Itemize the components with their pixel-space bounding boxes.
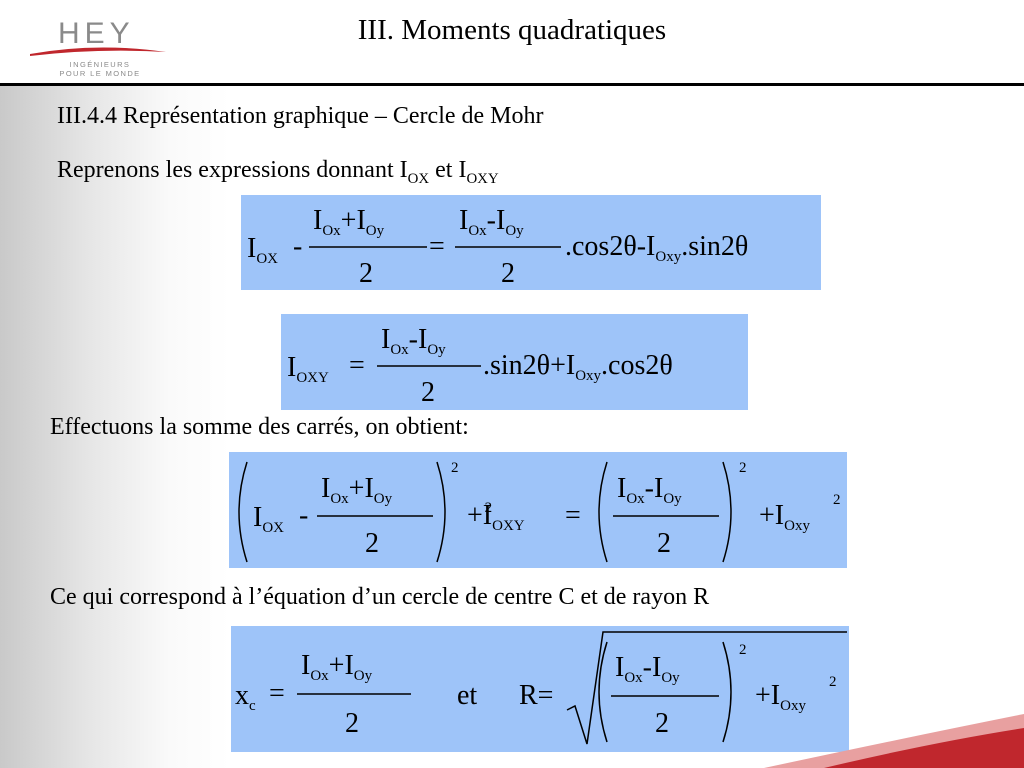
slide-title-text: III. Moments quadratiques [357, 14, 667, 46]
eq3-ioxy-sq: +IOXY2 [467, 500, 525, 534]
intro-text: Reprenons les expressions donnant [57, 157, 394, 183]
eq3-paren-right-2 [722, 461, 732, 563]
eq1-num2: IOx-IOy [459, 205, 524, 239]
eq4-ioxy-term: +IOxy [755, 680, 806, 714]
eq2-num: IOx-IOy [381, 324, 446, 358]
eq1-minus: - [293, 231, 302, 262]
slide-title: III. Moments quadratiques [0, 14, 1024, 47]
intro-and: et [435, 157, 453, 183]
eq1-num1: IOx+IOy [313, 205, 385, 239]
eq3-den2: 2 [657, 528, 671, 559]
hey-logo: HEΥ [30, 17, 166, 56]
eq1-equals: = [429, 231, 445, 262]
decorative-red-swoosh [764, 714, 1024, 768]
eq3-exp1: 2 [451, 460, 459, 476]
logo-tagline: INGÉNIEURS POUR LE MONDE [52, 60, 148, 78]
equation-circle: xc = IOx+IOy 2 et R= IOx-IOy 2 2 +IOxy 2 [231, 626, 849, 752]
eq1-den1: 2 [359, 258, 373, 289]
squares-text: Effectuons la somme des carrés, on obtie… [50, 414, 469, 440]
section-heading: III.4.4 Représentation graphique – Cercl… [57, 103, 544, 129]
eq4-den2: 2 [655, 708, 669, 739]
eq3-minus: - [299, 500, 308, 531]
eq2-ioxy: IOXY [287, 352, 329, 386]
intro-var-iox: IOX [399, 157, 430, 187]
eq3-ioxy-term: +IOxy [759, 500, 810, 534]
intro-var-ioxy: IOXY [458, 157, 499, 187]
eq3-paren-left-1 [238, 461, 248, 563]
eq4-xc: xc [235, 680, 256, 714]
eq4-paren-left [598, 641, 608, 743]
eq3-num1: IOx+IOy [321, 473, 393, 507]
eq3-exp2: 2 [739, 460, 747, 476]
eq4-sqrt-sign [566, 631, 847, 745]
eq4-num1: IOx+IOy [301, 650, 373, 684]
circle-text: Ce qui correspond à l’équation d’un cerc… [50, 584, 710, 610]
equation-sum-squares: IOX - IOx+IOy 2 2 +IOXY2 = IOx-IOy 2 2 +… [229, 452, 847, 568]
eq4-exp2: 2 [829, 674, 837, 690]
equation-iox: IOX - IOx+IOy 2 = IOx-IOy 2 .cos2θ-IOxy.… [241, 195, 821, 290]
eq4-R: R= [519, 680, 553, 711]
equation-ioxy: IOXY = IOx-IOy 2 .sin2θ+IOxy.cos2θ [281, 314, 748, 410]
eq3-num2: IOx-IOy [617, 473, 682, 507]
eq3-paren-right-1 [436, 461, 446, 563]
header-rule [0, 83, 1024, 86]
eq1-trig: .cos2θ-IOxy.sin2θ [565, 231, 748, 265]
logo-red-swoosh [30, 47, 166, 56]
eq4-paren-right [722, 641, 732, 743]
eq2-trig: .sin2θ+IOxy.cos2θ [483, 350, 673, 384]
eq1-den2: 2 [501, 258, 515, 289]
eq4-equals: = [269, 678, 285, 709]
eq3-exp3: 2 [833, 492, 841, 508]
eq3-iox: IOX [253, 502, 284, 536]
eq4-den1: 2 [345, 708, 359, 739]
eq1-iox: IOX [247, 233, 278, 267]
eq4-num2: IOx-IOy [615, 652, 680, 686]
intro-line: Reprenons les expressions donnant IOX et… [57, 157, 499, 187]
eq3-den1: 2 [365, 528, 379, 559]
eq2-den: 2 [421, 377, 435, 408]
eq3-paren-left-2 [598, 461, 608, 563]
eq4-et: et [457, 680, 477, 711]
logo-tagline-line2: POUR LE MONDE [59, 69, 141, 78]
eq4-exp1: 2 [739, 642, 747, 658]
eq2-equals: = [349, 350, 365, 381]
logo-tagline-line1: INGÉNIEURS [69, 60, 131, 69]
header-bar [0, 0, 1024, 84]
logo-word: HEΥ [58, 17, 135, 50]
eq3-equals: = [565, 500, 581, 531]
